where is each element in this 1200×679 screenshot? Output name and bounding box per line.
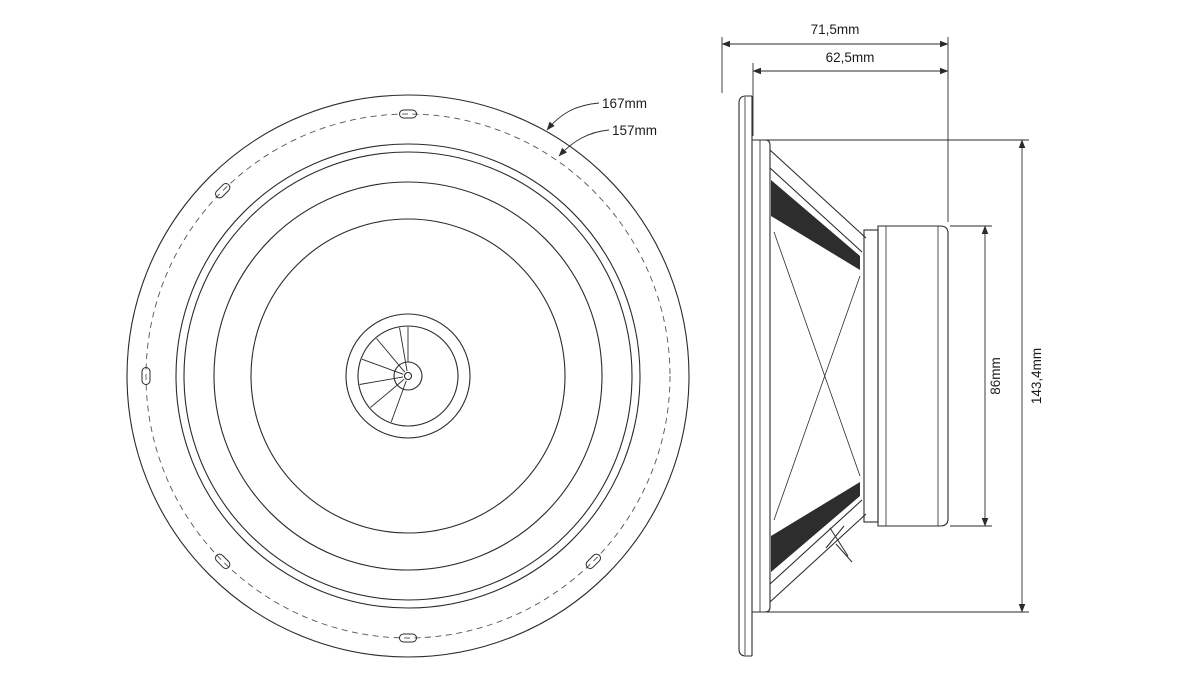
mounting-slot	[399, 633, 417, 643]
leader-screw-circle	[558, 129, 610, 157]
magnet-body	[877, 225, 949, 527]
mounting-slot	[585, 553, 601, 569]
front-view	[126, 94, 690, 658]
flange-lip-circle	[183, 151, 633, 601]
center-dot	[403, 371, 413, 381]
total-depth-label: 71,5mm	[811, 22, 860, 37]
dust-cap-outer-circle	[345, 313, 471, 439]
screw-circle-dashed	[145, 113, 671, 639]
magnet-diameter-label: 86mm	[988, 357, 1003, 395]
basket-strut-bottom	[771, 482, 860, 572]
terminal-tabs	[825, 525, 853, 563]
center-circle	[393, 361, 423, 391]
mounting-depth-label: 62,5mm	[826, 50, 875, 65]
screw-circle-label: 157mm	[612, 123, 657, 138]
mounting-slot	[141, 367, 151, 385]
mounting-slots	[141, 109, 601, 643]
flange-inner-circle	[175, 143, 641, 609]
leader-lines	[546, 102, 610, 157]
overall-height-label: 143,4mm	[1029, 348, 1044, 404]
gasket-profile	[738, 95, 753, 657]
frame-rim-profile	[752, 139, 771, 613]
magnet-assembly	[863, 225, 949, 527]
mounting-slot	[399, 109, 417, 119]
cone-marking-lines	[359, 327, 409, 423]
front-plate	[863, 229, 879, 523]
outer-diameter-label: 167mm	[602, 96, 647, 111]
leader-outer-diameter	[546, 102, 600, 131]
basket-profile	[769, 149, 867, 603]
dimension-lines	[721, 37, 1029, 613]
mounting-slot	[215, 183, 231, 199]
cone-edge-circle	[250, 218, 566, 534]
mounting-slot	[215, 553, 231, 569]
basket-strut-top	[771, 180, 860, 270]
surround-outer-circle	[213, 181, 603, 571]
side-view	[721, 37, 1029, 657]
outer-flange-circle	[126, 94, 690, 658]
dust-cap-inner-circle	[357, 325, 459, 427]
